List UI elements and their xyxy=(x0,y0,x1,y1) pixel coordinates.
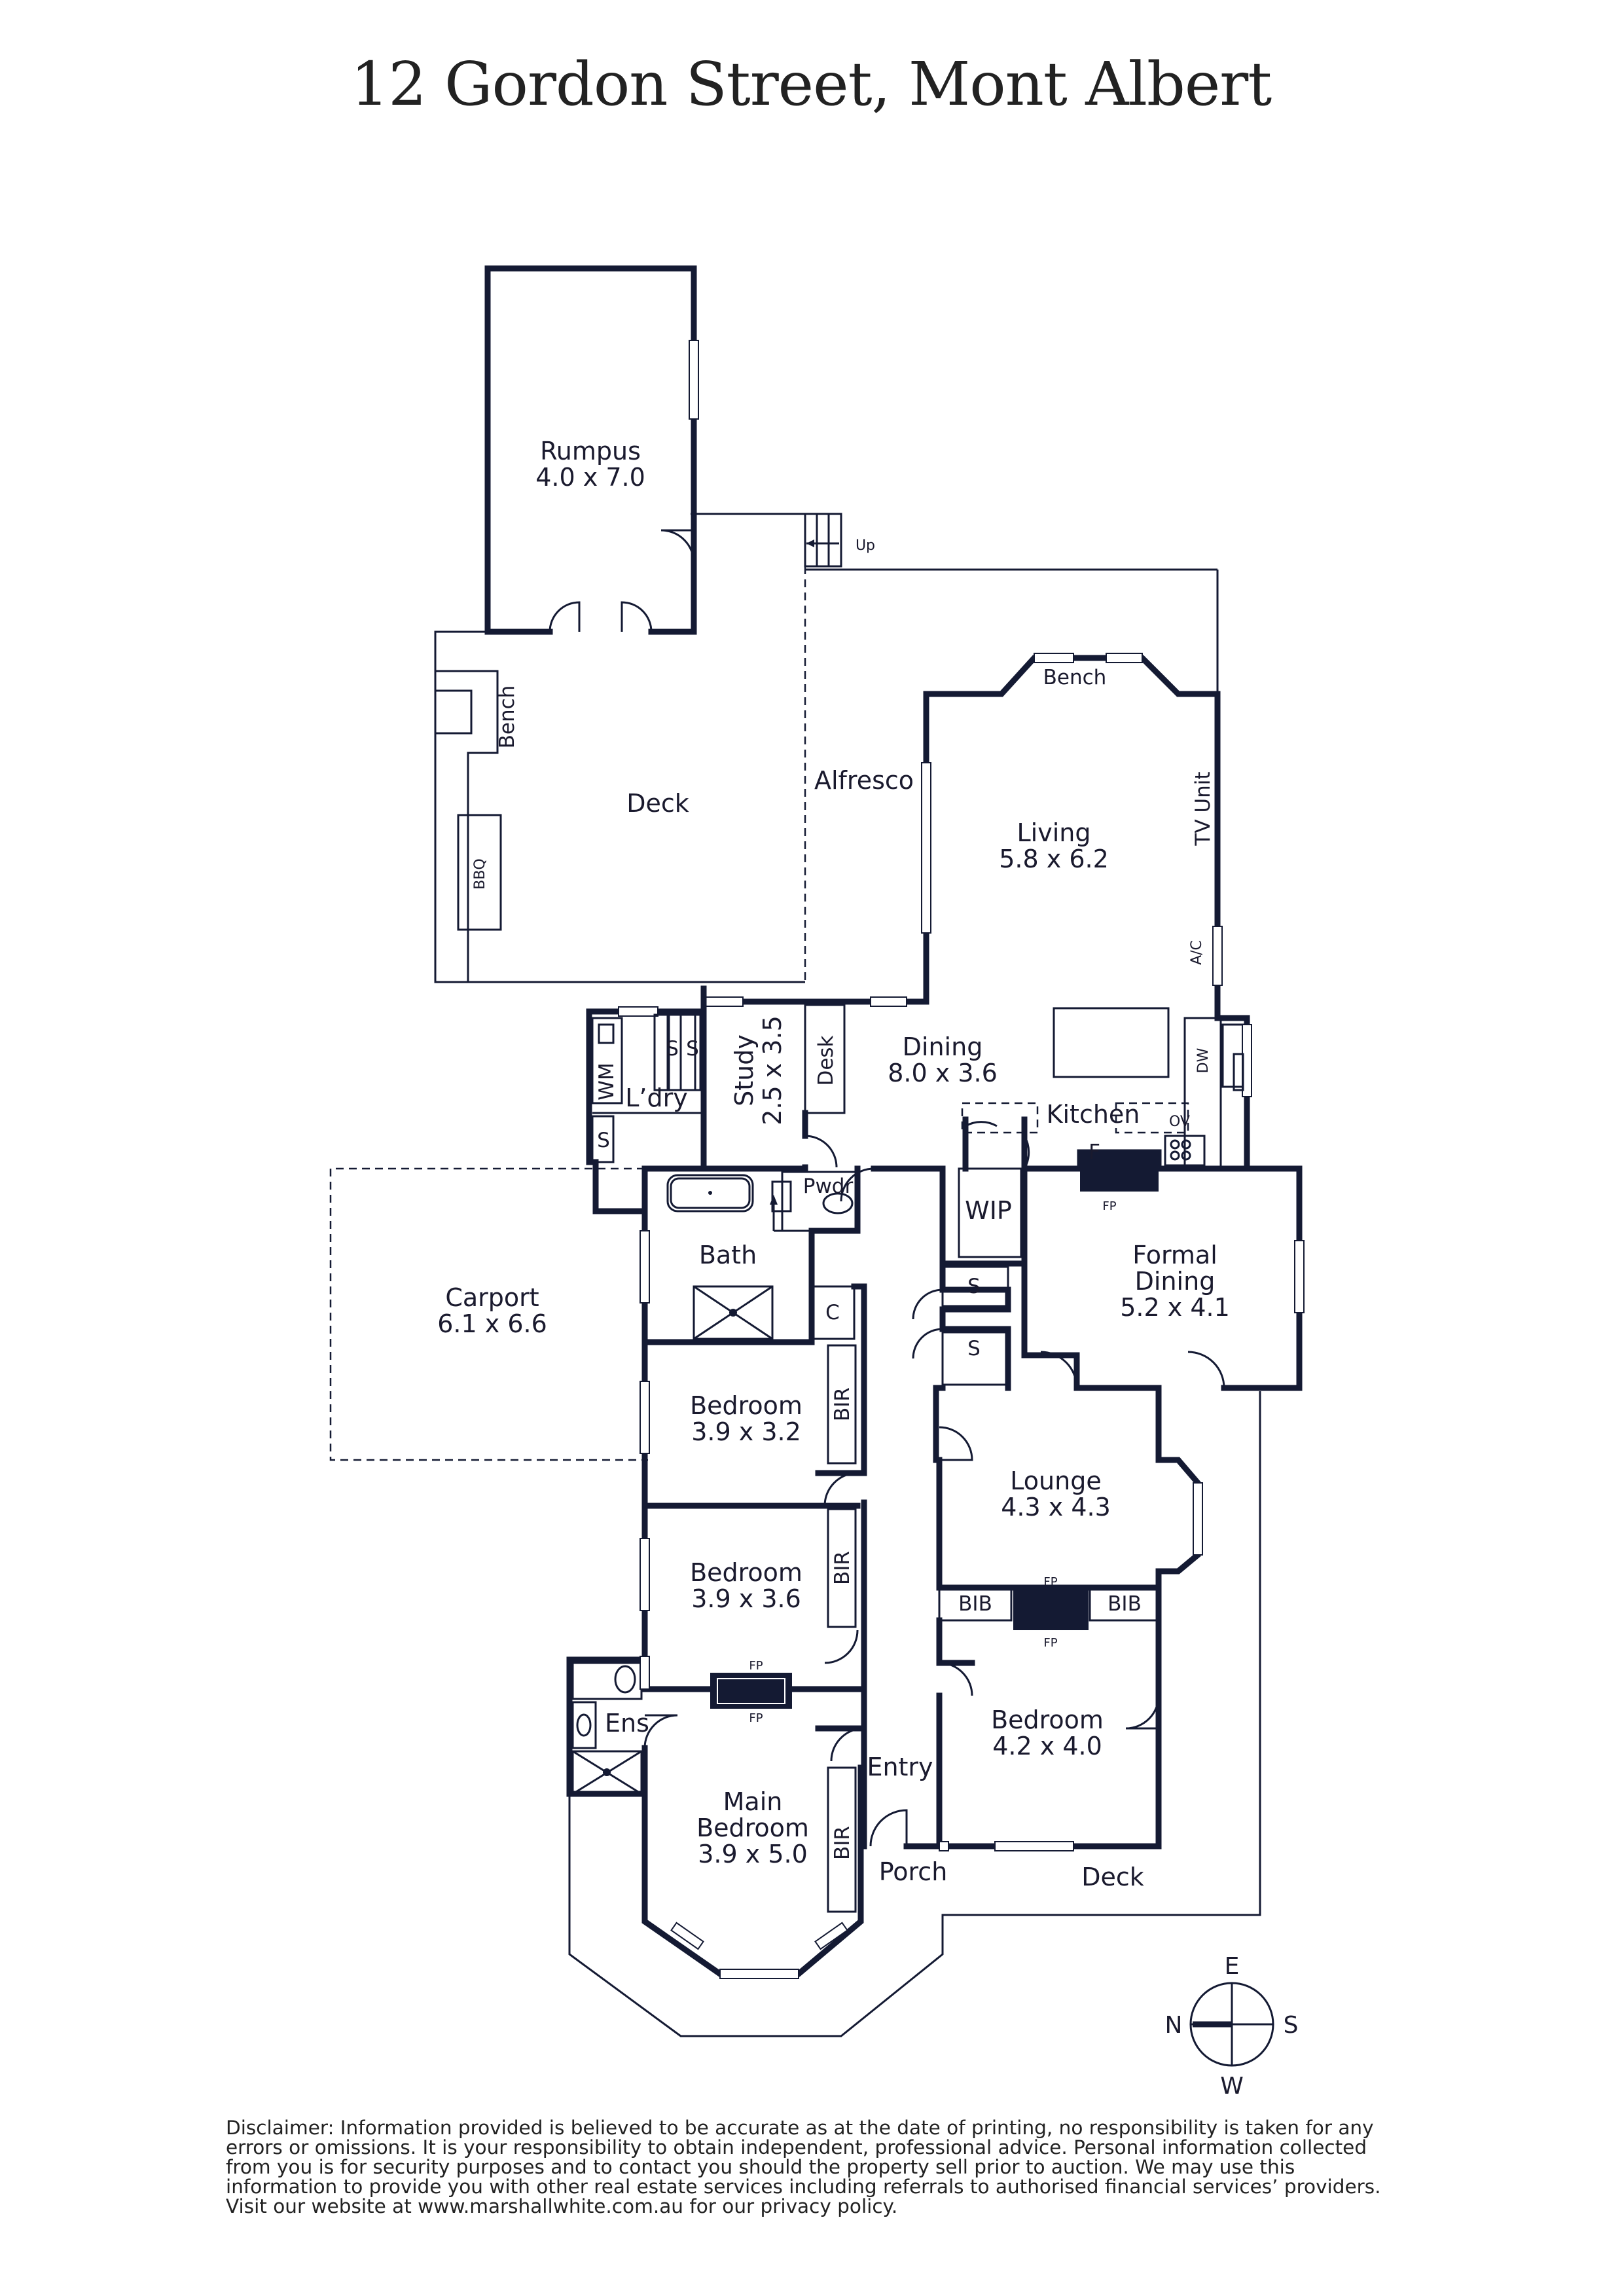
steps xyxy=(804,513,842,568)
living-slider xyxy=(921,762,931,934)
bib-right xyxy=(1089,1586,1160,1622)
fp-bedroom-b-label-bottom: FP xyxy=(749,1711,763,1725)
ensuite-label: Ens xyxy=(605,1709,649,1738)
deck-bench-label: Bench xyxy=(496,685,519,749)
compass-north: N xyxy=(1165,2012,1183,2039)
fp-bedroom-b-label-top: FP xyxy=(749,1659,763,1673)
linen-s1-label: S xyxy=(967,1275,981,1298)
study-size: 2.5 x 3.5 xyxy=(758,1015,787,1125)
desk-label: Desk xyxy=(814,1035,838,1085)
fixture-labels: Bench Bench BBQ TV Unit A/C DW OV F FP F… xyxy=(472,538,1215,1860)
rumpus-walls xyxy=(484,265,699,635)
c-cupboard xyxy=(810,1285,856,1340)
ov-label: OV xyxy=(1169,1114,1190,1130)
rumpus-size: 4.0 x 7.0 xyxy=(535,463,645,492)
tv-unit-label: TV Unit xyxy=(1191,771,1215,846)
laundry-s3-label: S xyxy=(597,1129,610,1152)
bedroom-c-size: 4.2 x 4.0 xyxy=(992,1732,1102,1760)
bbq-label: BBQ xyxy=(472,858,488,890)
fp-lounge-label-bottom: FP xyxy=(1043,1636,1057,1650)
bib-right-label: BIB xyxy=(1108,1592,1142,1616)
compass-east: E xyxy=(1225,1953,1240,1980)
page-title: 12 Gordon Street, Mont Albert xyxy=(350,49,1272,119)
rumpus-label: Rumpus xyxy=(540,437,641,465)
compass: E W N S xyxy=(1165,1953,1299,2100)
fridge-label: F xyxy=(1089,1140,1100,1164)
bib-left-label: BIB xyxy=(958,1592,992,1616)
bir-a xyxy=(827,1344,857,1465)
fp-formal-dining-label: FP xyxy=(1102,1199,1116,1213)
up-label: Up xyxy=(856,538,875,554)
lounge-size: 4.3 x 4.3 xyxy=(1001,1493,1111,1522)
bedroom-b-label: Bedroom xyxy=(690,1558,802,1587)
living-label: Living xyxy=(1017,818,1091,847)
bbq-unit xyxy=(457,814,502,931)
up-arrow-icon xyxy=(806,539,814,547)
wm-cabinet xyxy=(591,1017,623,1104)
rumpus-window xyxy=(689,340,699,420)
disclaimer: Disclaimer: Information provided is beli… xyxy=(226,2117,1381,2217)
bath-tub xyxy=(666,1174,754,1212)
carport-label: Carport xyxy=(445,1283,539,1312)
alfresco-label: Alfresco xyxy=(814,766,914,795)
study-label: Study xyxy=(730,1034,759,1106)
bath-shower xyxy=(693,1285,774,1340)
c-label: C xyxy=(825,1301,840,1324)
dw-label: DW xyxy=(1195,1048,1212,1073)
compass-west: W xyxy=(1220,2073,1244,2100)
main-bedroom-label-1: Main xyxy=(723,1787,783,1816)
bir-a-label: BIR xyxy=(831,1387,854,1421)
desk xyxy=(804,1004,846,1114)
wip-label: WIP xyxy=(965,1196,1012,1225)
formal-dining-label-1: Formal xyxy=(1132,1241,1217,1269)
front-deck-outline xyxy=(568,1391,1261,2037)
lounge-label: Lounge xyxy=(1010,1467,1101,1495)
bedroom-b-size: 3.9 x 3.6 xyxy=(691,1584,801,1613)
bedroom-a-size: 3.9 x 3.2 xyxy=(691,1417,801,1446)
kitchen-island xyxy=(1053,1007,1170,1078)
living-bench-label: Bench xyxy=(1043,666,1107,689)
dining-size: 8.0 x 3.6 xyxy=(888,1059,998,1087)
laundry-s2-label: S xyxy=(686,1037,699,1061)
bath-label: Bath xyxy=(699,1241,757,1269)
living-size: 5.8 x 6.2 xyxy=(999,845,1109,873)
laundry-label: L’dry xyxy=(625,1084,687,1112)
bir-main-label: BIR xyxy=(831,1826,854,1860)
bir-b-label: BIR xyxy=(831,1551,854,1585)
bedroom-a-label: Bedroom xyxy=(690,1391,802,1420)
laundry-s1-label: S xyxy=(666,1037,679,1061)
outdoor-outlines xyxy=(329,513,1261,2037)
deck-outline xyxy=(434,630,805,983)
fp-lounge-label-top: FP xyxy=(1043,1575,1057,1589)
wm-label: WM xyxy=(595,1063,619,1100)
kitchen-bench xyxy=(1183,1017,1222,1170)
room-labels: Rumpus 4.0 x 7.0 Deck Alfresco Living 5.… xyxy=(437,437,1230,1891)
dining-label: Dining xyxy=(903,1032,983,1061)
bib-left xyxy=(938,1586,1013,1622)
formal-dining-label-2: Dining xyxy=(1135,1267,1216,1296)
entry-label: Entry xyxy=(867,1753,933,1781)
bir-b xyxy=(827,1508,857,1628)
main-walls xyxy=(566,653,1305,1979)
ac-label: A/C xyxy=(1189,940,1205,965)
living-side-window xyxy=(1212,926,1223,986)
carport-size: 6.1 x 6.6 xyxy=(437,1309,547,1338)
bedroom-c-label: Bedroom xyxy=(991,1705,1104,1734)
porch-label: Porch xyxy=(879,1857,948,1886)
main-bedroom-label-2: Bedroom xyxy=(696,1813,809,1842)
deck-front-label: Deck xyxy=(1081,1863,1144,1891)
deck-bench-outline xyxy=(435,670,499,982)
carport-outline xyxy=(329,1167,648,1461)
deck-bench-box xyxy=(434,689,473,735)
compass-south: S xyxy=(1284,2012,1299,2039)
kitchen-label: Kitchen xyxy=(1047,1100,1140,1129)
powder-label: Pwdr xyxy=(803,1175,854,1198)
formal-dining-size: 5.2 x 4.1 xyxy=(1120,1293,1230,1322)
linen-s2-label: S xyxy=(967,1337,981,1360)
bir-main xyxy=(827,1766,857,1913)
deck-rear-label: Deck xyxy=(626,789,689,818)
main-bedroom-size: 3.9 x 5.0 xyxy=(698,1840,808,1868)
